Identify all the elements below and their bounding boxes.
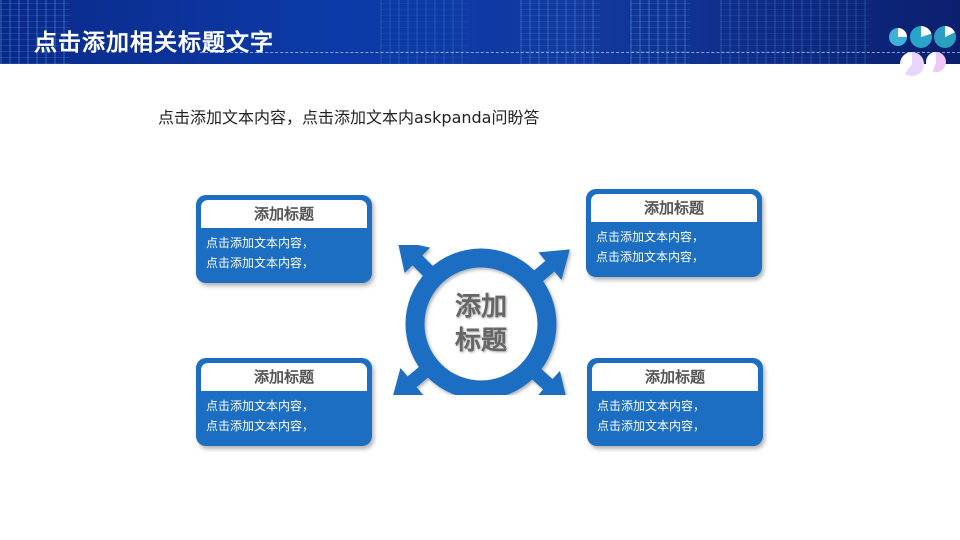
card-body: 点击添加文本内容， 点击添加文本内容，	[206, 396, 364, 436]
card-text-line: 点击添加文本内容，	[206, 236, 315, 250]
subtitle-text[interactable]: 点击添加文本内容，点击添加文本内askpanda问盼答	[158, 108, 540, 127]
center-title-line2: 标题	[454, 326, 507, 356]
card-text-line: 点击添加文本内容，	[597, 399, 706, 413]
pie-chart-icon	[900, 52, 924, 76]
header-band	[0, 0, 960, 64]
pie-chart-icon	[934, 26, 956, 48]
card-text-line: 点击添加文本内容，	[597, 419, 706, 433]
card-body: 点击添加文本内容， 点击添加文本内容，	[597, 396, 755, 436]
card-text-line: 点击添加文本内容，	[206, 399, 315, 413]
pie-chart-icon	[926, 52, 946, 72]
center-title-line1: 添加	[454, 292, 507, 322]
center-ring-graphic	[392, 245, 570, 395]
card-top-left[interactable]: 添加标题 点击添加文本内容， 点击添加文本内容，	[196, 195, 372, 283]
tech-pattern-decoration	[720, 0, 870, 64]
card-text-line: 点击添加文本内容，	[596, 250, 705, 264]
pie-chart-icon	[889, 28, 907, 46]
card-title: 添加标题	[201, 363, 367, 391]
card-top-right[interactable]: 添加标题 点击添加文本内容， 点击添加文本内容，	[586, 189, 762, 277]
tech-pattern-decoration	[630, 0, 690, 64]
card-bottom-right[interactable]: 添加标题 点击添加文本内容， 点击添加文本内容，	[587, 358, 763, 446]
card-text-line: 点击添加文本内容，	[206, 256, 315, 270]
tech-pattern-decoration	[0, 0, 70, 64]
card-title: 添加标题	[592, 363, 758, 391]
tech-pattern-decoration	[520, 0, 600, 64]
header-divider	[200, 52, 960, 53]
ring-shape	[405, 248, 557, 395]
card-text-line: 点击添加文本内容，	[206, 419, 315, 433]
card-body: 点击添加文本内容， 点击添加文本内容，	[596, 227, 754, 267]
card-bottom-left[interactable]: 添加标题 点击添加文本内容， 点击添加文本内容，	[196, 358, 372, 446]
card-body: 点击添加文本内容， 点击添加文本内容，	[206, 233, 364, 273]
card-title: 添加标题	[201, 200, 367, 228]
center-title[interactable]: 添加 标题	[435, 290, 527, 358]
tech-pattern-decoration	[380, 0, 470, 64]
page-title[interactable]: 点击添加相关标题文字	[34, 30, 274, 56]
card-text-line: 点击添加文本内容，	[596, 230, 705, 244]
card-title: 添加标题	[591, 194, 757, 222]
pie-chart-icon	[910, 26, 932, 48]
